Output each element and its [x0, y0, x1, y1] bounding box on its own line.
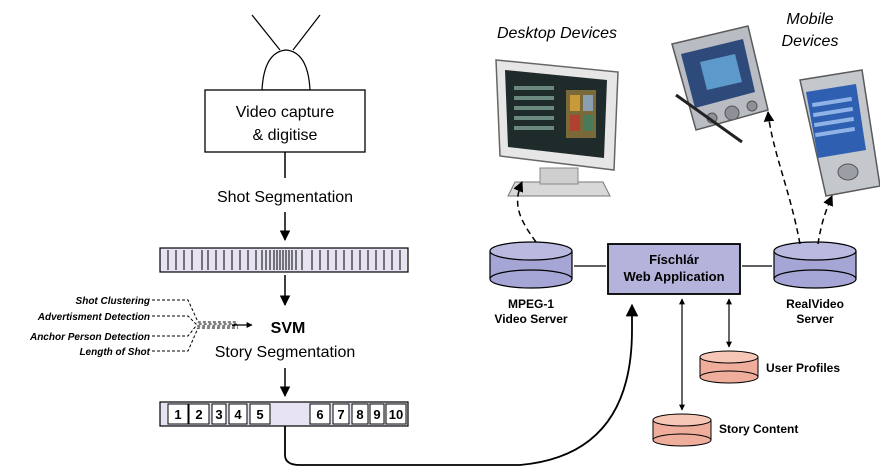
story-cell [309, 403, 331, 425]
mpeg-label-line1: MPEG-1 [508, 297, 554, 311]
story-cell [332, 403, 350, 425]
story-number: 10 [389, 407, 403, 422]
story-number: 7 [337, 407, 344, 422]
capture-label-line2: & digitise [253, 127, 318, 144]
story-cell [351, 403, 369, 425]
story-segmentation-label: Story Segmentation [215, 344, 356, 361]
story-content-label: Story Content [719, 422, 798, 436]
feature-label: Anchor Person Detection [29, 332, 150, 343]
desktop-devices-title: Desktop Devices [497, 25, 617, 42]
desktop-monitor-icon [495, 59, 619, 197]
capture-label-line1: Video capture [236, 104, 335, 121]
user-profiles-label: User Profiles [766, 361, 840, 375]
realvideo-label-line1: RealVideo [786, 297, 844, 311]
feature-label: Length of Shot [79, 347, 150, 358]
story-cell [167, 403, 189, 425]
story-number: 2 [195, 407, 202, 422]
story-cell [385, 403, 407, 425]
video-capture-box: Video capture & digitise [204, 89, 366, 153]
mobile-devices-title-line2: Devices [782, 33, 839, 50]
story-cell [211, 403, 227, 425]
mpeg-video-server [489, 241, 573, 289]
user-profiles-database [699, 350, 759, 384]
story-cell [249, 403, 271, 425]
stream-to-pda-arrow [817, 195, 833, 245]
web-application-box: Físchlár Web Application [607, 243, 741, 295]
story-number: 9 [373, 407, 380, 422]
story-cell [188, 403, 210, 425]
story-content-database [652, 413, 712, 447]
antenna-icon [251, 14, 321, 91]
web-app-label-line1: Físchlár [649, 252, 699, 267]
realvideo-server [773, 241, 857, 289]
story-number: 3 [215, 407, 222, 422]
feature-connectors [152, 299, 238, 352]
shot-strip [159, 247, 409, 273]
shot-segmentation-label: Shot Segmentation [217, 189, 353, 206]
story-number: 6 [316, 407, 323, 422]
mpeg-label-line2: Video Server [494, 312, 567, 326]
web-app-label-line2: Web Application [623, 269, 724, 284]
story-number: 4 [234, 407, 242, 422]
pda-device-icon [799, 69, 880, 197]
story-cell [228, 403, 248, 425]
story-number: 5 [256, 407, 263, 422]
mobile-devices-title-line1: Mobile [786, 11, 833, 28]
story-cell [369, 403, 385, 425]
pda-device-icon [671, 25, 769, 144]
story-to-webapp-arrow [284, 303, 639, 466]
realvideo-label-line2: Server [796, 312, 834, 326]
svm-label: SVM [271, 320, 306, 337]
feature-label: Advertisment Detection [37, 312, 150, 323]
stream-to-desktop-arrow [513, 181, 537, 243]
story-number: 8 [356, 407, 363, 422]
story-number: 1 [174, 407, 181, 422]
stream-to-pda-arrow [763, 110, 801, 245]
feature-label: Shot Clustering [76, 296, 150, 307]
